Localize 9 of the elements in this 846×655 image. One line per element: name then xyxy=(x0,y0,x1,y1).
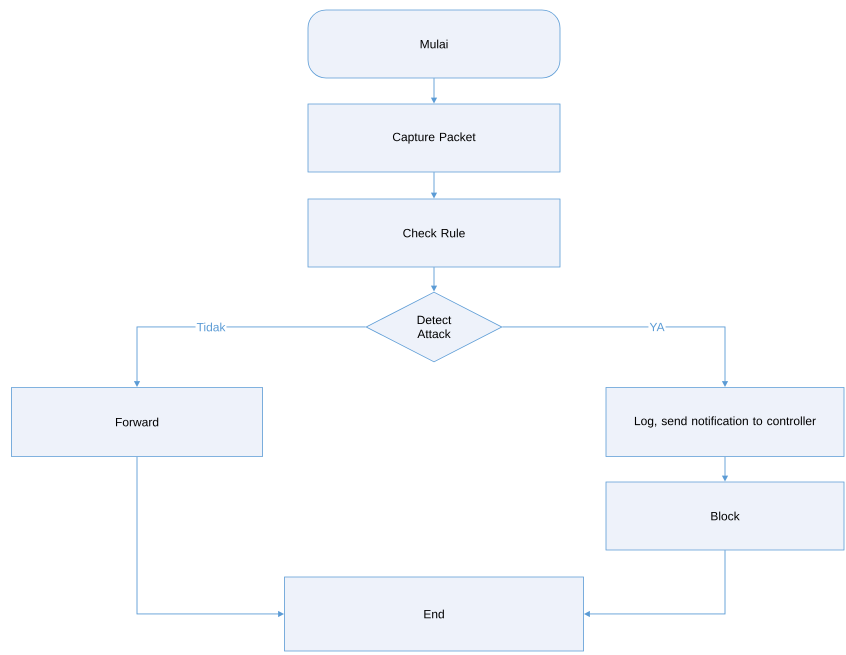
process-box: Block xyxy=(606,482,844,550)
start-terminal: Mulai xyxy=(308,10,560,78)
process-box: Capture Packet xyxy=(308,104,560,172)
process-box: End xyxy=(284,576,584,652)
edge-label: YA xyxy=(648,322,666,332)
process-box: Log, send notification to controller xyxy=(606,387,844,457)
process-box: Forward xyxy=(11,387,263,457)
edge-label: Tidak xyxy=(196,322,226,332)
process-box: Check Rule xyxy=(308,198,560,268)
